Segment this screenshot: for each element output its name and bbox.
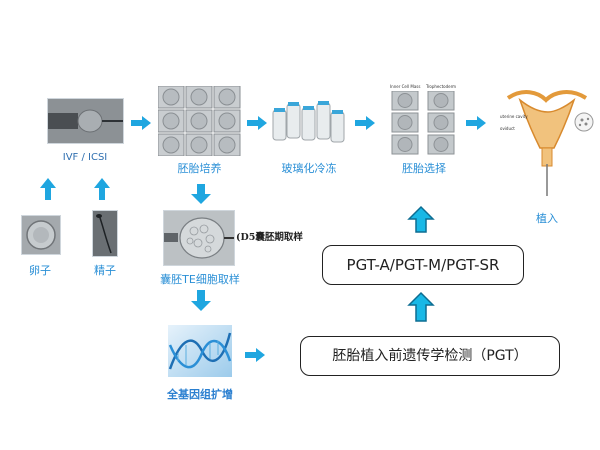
- embryo-culture-grid: [158, 86, 241, 156]
- arrow-ivf-to-culture: [131, 116, 151, 130]
- arrow-selection-to-transfer: [466, 116, 486, 130]
- pgt-full-box: 胚胎植入前遗传学检测（PGT）: [300, 336, 560, 376]
- arrow-vitrification-to-selection: [355, 116, 375, 130]
- arrow-egg-to-ivf: [40, 178, 56, 200]
- sperm-micrograph: [92, 210, 118, 257]
- label-trophectoderm: Trophectoderm: [426, 84, 457, 89]
- label-ivf-icsi: IVF / ICSI: [62, 152, 108, 163]
- embryo-selection-panel: Inner Cell Mass Trophectoderm: [390, 84, 458, 156]
- arrow-pgt-to-types: [407, 291, 435, 322]
- label-vitrification: 玻璃化冷冻: [281, 162, 337, 175]
- arrow-culture-to-vitrification: [247, 116, 267, 130]
- arrow-types-to-selection: [407, 205, 435, 233]
- arrow-biopsy-to-wga: [191, 290, 211, 311]
- te-biopsy-micrograph: [163, 210, 235, 266]
- egg-micrograph: [21, 215, 61, 255]
- label-d5-note: (D5囊胚期取样: [236, 232, 303, 243]
- label-egg: 卵子: [29, 264, 51, 277]
- label-te-biopsy: 囊胚TE细胞取样: [160, 273, 240, 286]
- dna-helix-image: [168, 325, 232, 377]
- label-embryo-culture: 胚胎培养: [177, 162, 222, 175]
- arrow-culture-to-biopsy: [191, 184, 211, 204]
- arrow-sperm-to-ivf: [94, 178, 110, 200]
- label-oviduct: oviduct: [500, 126, 515, 131]
- label-sperm: 精子: [94, 264, 116, 277]
- uterus-illustration: uterine cavity oviduct: [498, 78, 598, 198]
- vitrification-vials: [269, 100, 349, 148]
- pgt-types-box: PGT-A/PGT-M/PGT-SR: [322, 245, 524, 285]
- ivf-micrograph: [47, 98, 124, 144]
- label-embryo-selection: 胚胎选择: [402, 162, 446, 175]
- label-wga: 全基因组扩增: [167, 388, 233, 401]
- label-uterine-cavity: uterine cavity: [500, 114, 528, 119]
- label-transfer: 植入: [536, 212, 558, 225]
- label-inner-cell-mass: Inner Cell Mass: [390, 84, 421, 89]
- arrow-wga-to-pgt: [245, 348, 265, 362]
